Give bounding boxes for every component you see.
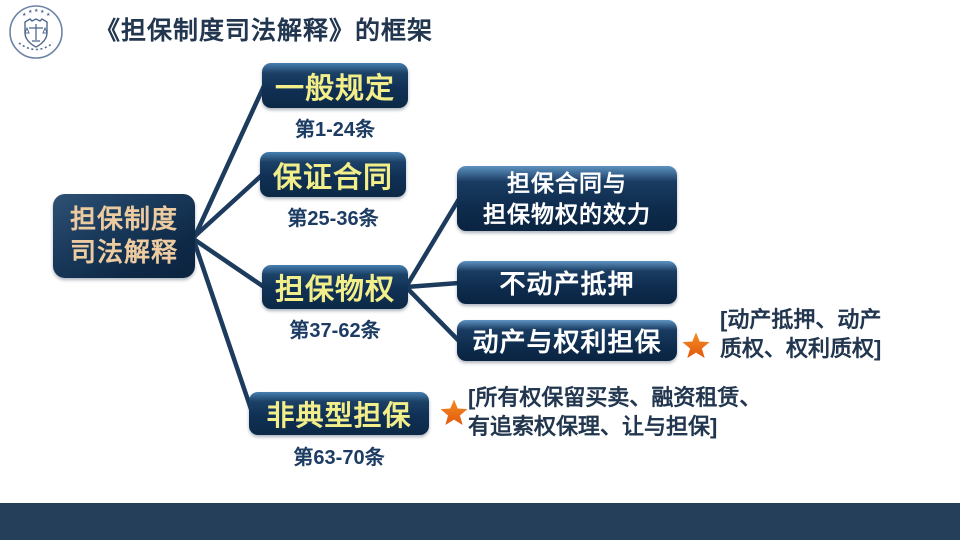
node-atypical-guarantee: 非典型担保 — [249, 392, 429, 435]
node-guarantee-contract: 保证合同 — [260, 152, 406, 197]
annotation-movables: [动产抵押、动产 质权、权利质权] — [720, 307, 882, 361]
star-icon — [682, 332, 710, 359]
articles-guarantee-contract: 第25-36条 — [287, 208, 379, 230]
svg-text:★: ★ — [46, 12, 51, 18]
node-root: 担保制度 司法解释 — [53, 194, 195, 278]
node-movables-and-rights: 动产与权利担保 — [457, 320, 677, 361]
node-root-label: 担保制度 司法解释 — [69, 203, 178, 267]
court-seal-logo: ★ ★ ★ ★ ★ — [9, 5, 63, 59]
articles-general-provisions: 第1-24条 — [294, 119, 376, 141]
node-security-interests: 担保物权 — [262, 265, 408, 309]
page-title: 《担保制度司法解释》的框架 — [95, 17, 434, 45]
star-icon — [440, 399, 468, 426]
svg-text:★: ★ — [28, 9, 33, 15]
node-real-estate-mortgage: 不动产抵押 — [457, 261, 677, 304]
node-effect-of-security-contract: 担保合同与 担保物权的效力 — [457, 166, 677, 231]
svg-text:★: ★ — [40, 9, 45, 15]
articles-atypical-guarantee: 第63-70条 — [293, 447, 385, 469]
annotation-atypical: [所有权保留买卖、融资租赁、 有追索权保理、让与担保] — [468, 385, 762, 439]
svg-text:★: ★ — [22, 12, 27, 18]
articles-security-interests: 第37-62条 — [289, 320, 381, 342]
svg-text:★: ★ — [34, 8, 39, 14]
node-general-provisions: 一般规定 — [262, 63, 408, 108]
footer-bar — [0, 503, 960, 540]
